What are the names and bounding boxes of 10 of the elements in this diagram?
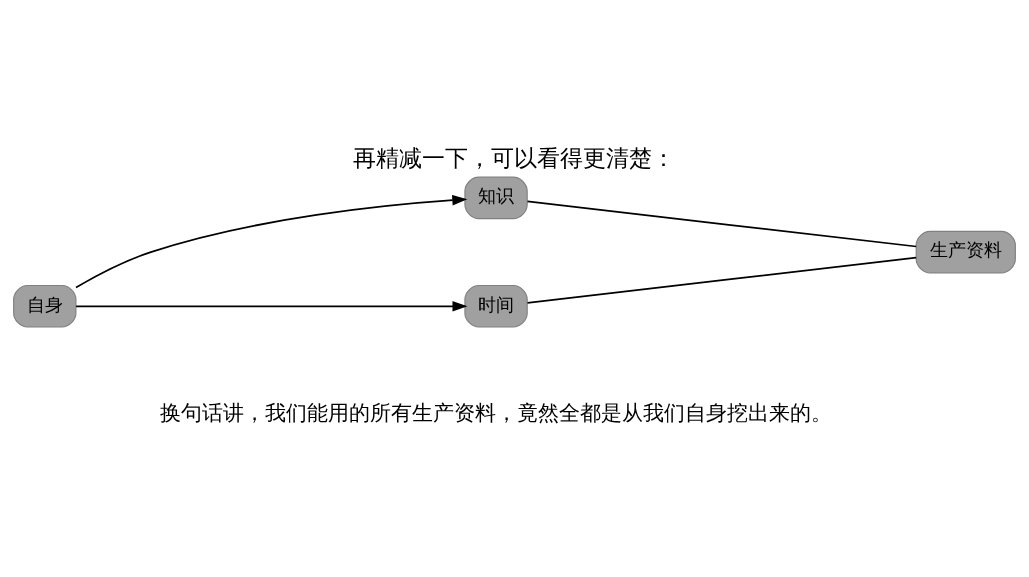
arrow [75, 194, 468, 288]
diagram-title: 再精减一下，可以看得更清楚： [353, 144, 676, 171]
node-box: 知识 [464, 176, 528, 219]
caption: 换句话讲，我们能用的所有生产资料，竟然全都是从我们自身挖出来的。 [160, 400, 833, 425]
connector [526, 200, 918, 247]
node-box: 自身 [13, 284, 77, 328]
node-box: 生产资料 [915, 230, 1016, 273]
connector [526, 256, 918, 304]
node-box: 时间 [464, 284, 528, 328]
arrow [75, 300, 468, 312]
